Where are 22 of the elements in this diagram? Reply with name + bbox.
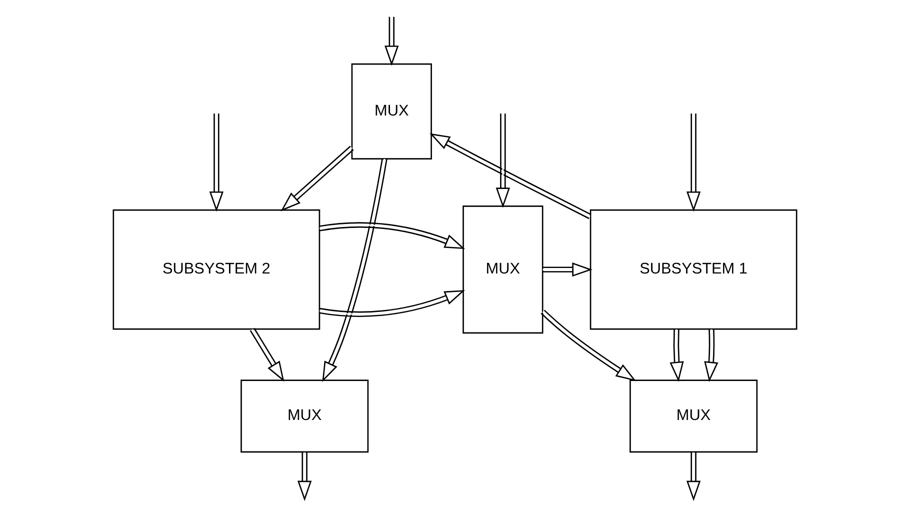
node-box: MUX	[462, 206, 544, 334]
node-box: SUBSYSTEM 1	[590, 209, 798, 330]
node-box: MUX	[351, 63, 432, 160]
arrow	[686, 452, 701, 502]
arrow	[670, 329, 684, 382]
arrow	[209, 114, 224, 212]
arrow	[322, 158, 388, 382]
arrow	[430, 133, 592, 220]
arrow	[496, 114, 510, 208]
arrow	[250, 328, 284, 382]
arrow	[384, 16, 399, 66]
arrow	[280, 146, 354, 212]
node-box: MUX	[240, 380, 369, 453]
arrow	[319, 290, 466, 318]
arrow	[319, 222, 466, 250]
arrow	[540, 310, 636, 382]
node-box: SUBSYSTEM 2	[112, 209, 320, 330]
arrow	[297, 452, 312, 502]
node-box: MUX	[630, 380, 758, 453]
arrow	[704, 329, 718, 382]
arrow	[542, 262, 592, 277]
arrow	[686, 114, 701, 212]
